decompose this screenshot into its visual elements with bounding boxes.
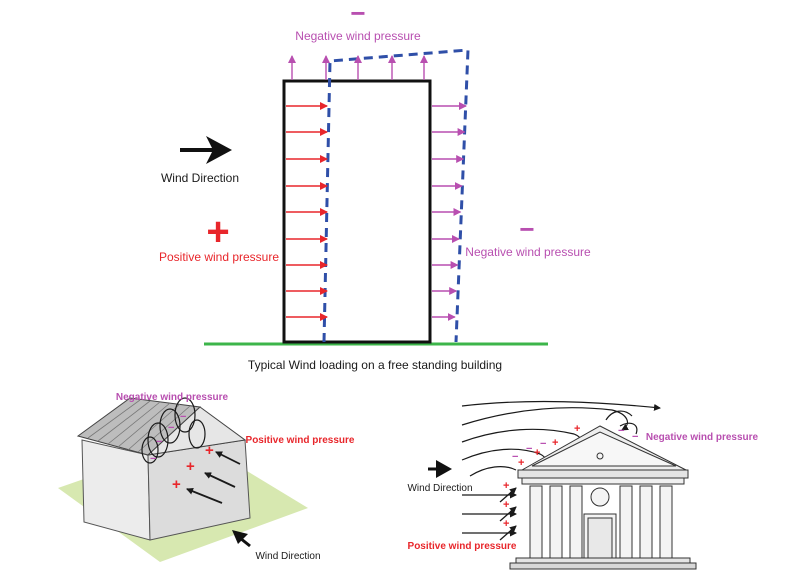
- svg-text:+: +: [503, 480, 509, 492]
- top-negative-sign: −: [350, 0, 365, 28]
- svg-text:+: +: [205, 442, 214, 459]
- svg-text:−: −: [618, 425, 624, 437]
- house-negative-signs: − − − −: [150, 411, 186, 465]
- deflected-building-outline: [322, 48, 470, 343]
- main-building-diagram: − Negative wind pressure Wind Direction …: [159, 0, 591, 372]
- svg-text:−: −: [150, 453, 156, 465]
- svg-text:−: −: [512, 451, 518, 463]
- temple-diagram: + + + + + + + − − − − − Wind Direction N…: [407, 400, 759, 570]
- svg-text:−: −: [526, 443, 532, 455]
- svg-text:−: −: [168, 422, 174, 434]
- building-outline: [282, 79, 432, 344]
- positive-sign: +: [206, 210, 229, 254]
- svg-text:+: +: [574, 423, 580, 435]
- svg-text:+: +: [503, 518, 509, 530]
- house-positive-label: Positive wind pressure: [246, 435, 355, 446]
- house-front-wall: [81, 439, 151, 541]
- roof-suction-arrows: [288, 55, 428, 80]
- right-negative-sign: −: [519, 214, 534, 244]
- temple-positive-label: Positive wind pressure: [408, 541, 517, 552]
- right-negative-label: Negative wind pressure: [465, 245, 591, 259]
- wind-direction-label: Wind Direction: [161, 171, 239, 185]
- svg-text:+: +: [172, 476, 181, 493]
- temple-wind-direction-label: Wind Direction: [407, 483, 472, 494]
- main-caption: Typical Wind loading on a free standing …: [248, 358, 502, 372]
- house-wind-direction-arrow-icon: [232, 530, 251, 548]
- svg-text:+: +: [518, 457, 524, 469]
- svg-text:+: +: [503, 499, 509, 511]
- svg-text:+: +: [186, 458, 195, 475]
- house-wind-arrows: [186, 451, 241, 504]
- house-diagram: − − − − + + + Negative wind pressure Pos…: [58, 392, 355, 562]
- temple-negative-label: Negative wind pressure: [646, 432, 759, 443]
- top-negative-label: Negative wind pressure: [295, 29, 421, 43]
- house-wind-direction-label: Wind Direction: [255, 551, 320, 562]
- roof-vortex-icon: [141, 397, 206, 464]
- house-negative-label: Negative wind pressure: [116, 392, 229, 403]
- svg-text:+: +: [552, 437, 558, 449]
- leeward-suction-arrows: [432, 102, 467, 321]
- positive-pressure-label: Positive wind pressure: [159, 250, 279, 264]
- temple-wind-direction-arrow-icon: [428, 460, 452, 478]
- temple-negative-signs: − − − − −: [512, 425, 638, 463]
- svg-text:−: −: [180, 411, 186, 423]
- house-positive-signs: + + +: [172, 442, 214, 493]
- temple-wind-arrows: [462, 487, 517, 541]
- temple-positive-signs: + + + + + + +: [503, 423, 580, 530]
- temple-building: [509, 425, 697, 570]
- svg-text:+: +: [534, 447, 540, 459]
- positive-pressure-arrows: [286, 102, 328, 321]
- svg-text:−: −: [156, 436, 162, 448]
- svg-text:−: −: [540, 438, 546, 450]
- svg-text:−: −: [632, 431, 638, 443]
- wind-direction-arrow-icon: [180, 136, 232, 164]
